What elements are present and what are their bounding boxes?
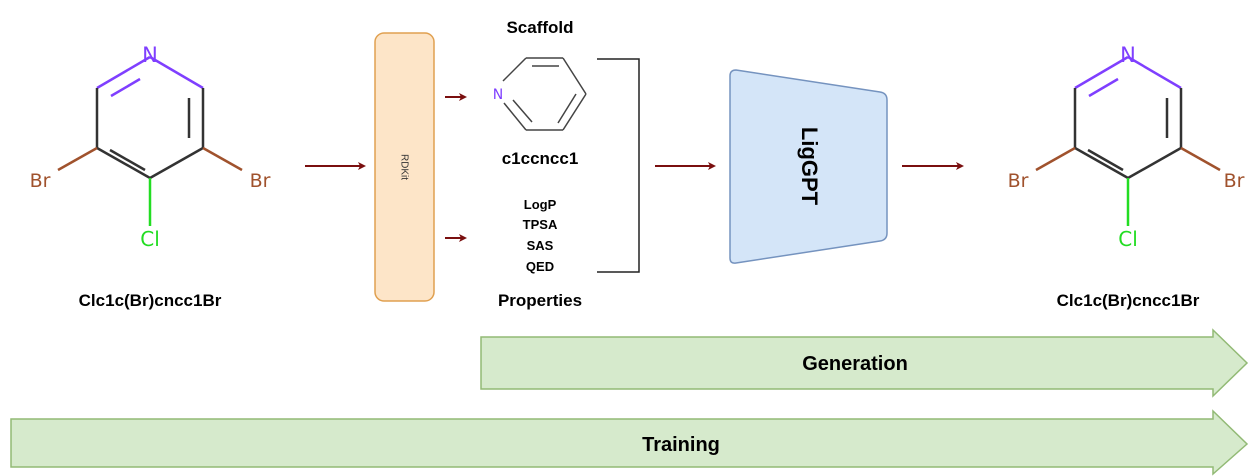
merge-bracket (597, 58, 640, 273)
bond (1074, 55, 1129, 90)
scaffold-atom-n: N (493, 87, 503, 103)
atom-n: N (1120, 43, 1136, 67)
double-bond (109, 148, 146, 172)
atom-cl: Cl (1118, 227, 1138, 251)
double-bond (110, 77, 141, 98)
bond (562, 57, 587, 95)
input-smiles: Clc1c(Br)cncc1Br (79, 291, 222, 310)
bond-br (1035, 146, 1076, 172)
bond (149, 55, 204, 90)
atom-br-right: Br (1224, 170, 1245, 192)
generation-arrow (480, 328, 1249, 398)
input-molecule: N Br Br Cl (30, 43, 271, 251)
scaffold-smiles: c1ccncc1 (502, 149, 579, 168)
liggpt-model-block (729, 69, 888, 264)
output-molecule: N Br Br Cl (1008, 43, 1245, 251)
bond (502, 57, 527, 82)
bond (562, 93, 587, 131)
double-bond (1088, 77, 1119, 98)
bond (503, 102, 527, 131)
double-bond (1087, 148, 1124, 172)
double-bond (557, 93, 577, 124)
double-bond (512, 99, 533, 123)
bond (96, 146, 151, 180)
atom-n: N (142, 43, 158, 67)
model-label: LigGPT (797, 127, 822, 206)
atom-br-left: Br (1008, 170, 1029, 192)
bond-br (1180, 146, 1221, 172)
rdkit-box (374, 32, 435, 302)
properties-title: Properties (498, 291, 582, 310)
training-label: Training (642, 434, 720, 456)
property-item: SAS (527, 238, 554, 253)
training-arrow (10, 409, 1249, 476)
generation-label: Generation (802, 353, 908, 375)
property-item: TPSA (523, 217, 558, 232)
bond-br (57, 146, 98, 172)
atom-cl: Cl (140, 227, 160, 251)
scaffold-title: Scaffold (506, 18, 573, 37)
property-item: LogP (524, 197, 557, 212)
property-item: QED (526, 259, 554, 274)
bond (1074, 146, 1129, 180)
atom-br-right: Br (250, 170, 271, 192)
bond (1127, 55, 1182, 90)
atom-br-left: Br (30, 170, 51, 192)
rdkit-label: RDKit (398, 154, 409, 180)
scaffold-ring: N (493, 57, 587, 131)
output-smiles: Clc1c(Br)cncc1Br (1057, 291, 1200, 310)
bond (149, 146, 204, 180)
bond (96, 55, 151, 90)
bond-br (202, 146, 243, 172)
bond (1127, 146, 1182, 180)
